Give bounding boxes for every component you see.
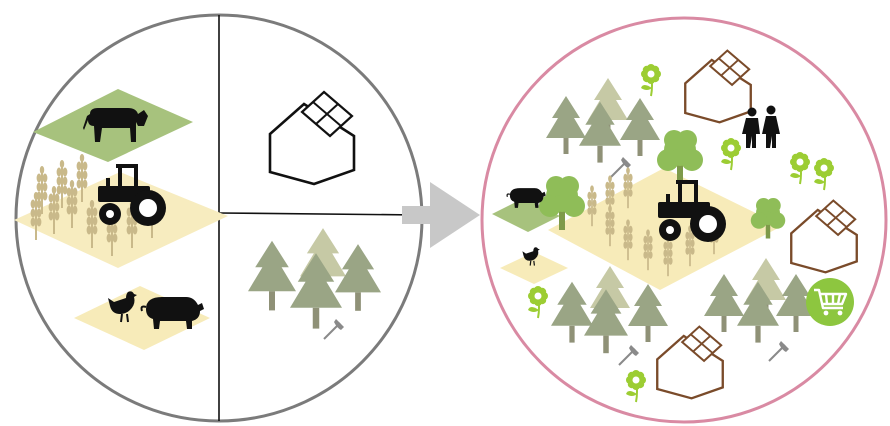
crop-field-plot	[14, 172, 228, 268]
flower-icon	[789, 151, 811, 185]
flower-icon	[527, 285, 549, 319]
forest-top	[546, 78, 660, 178]
arrow-right-icon	[402, 182, 480, 248]
flower-icon	[813, 157, 835, 191]
right-circle	[480, 16, 888, 424]
flower-icon	[720, 137, 742, 171]
axe-icon	[618, 344, 640, 366]
axe-icon	[768, 340, 790, 362]
right-panel-integrated-land-use	[480, 16, 888, 424]
house-icon	[268, 90, 356, 186]
left-panel-separate-land-use	[14, 13, 424, 423]
house-icon	[790, 199, 858, 274]
house-icon	[684, 49, 752, 124]
conifer-tree-icon	[620, 98, 660, 156]
flower-icon	[625, 369, 647, 403]
conifer-tree-icon	[628, 284, 668, 342]
house-icon	[656, 325, 724, 400]
people-icon	[742, 105, 780, 148]
shopping-cart-icon	[806, 278, 854, 326]
flower-icon	[640, 63, 662, 97]
conifer-tree-icon	[704, 274, 744, 332]
divider-horizontal	[218, 212, 421, 216]
pasture-plot	[492, 198, 560, 232]
livestock-plot	[74, 286, 210, 350]
chicken-plot	[500, 252, 568, 284]
